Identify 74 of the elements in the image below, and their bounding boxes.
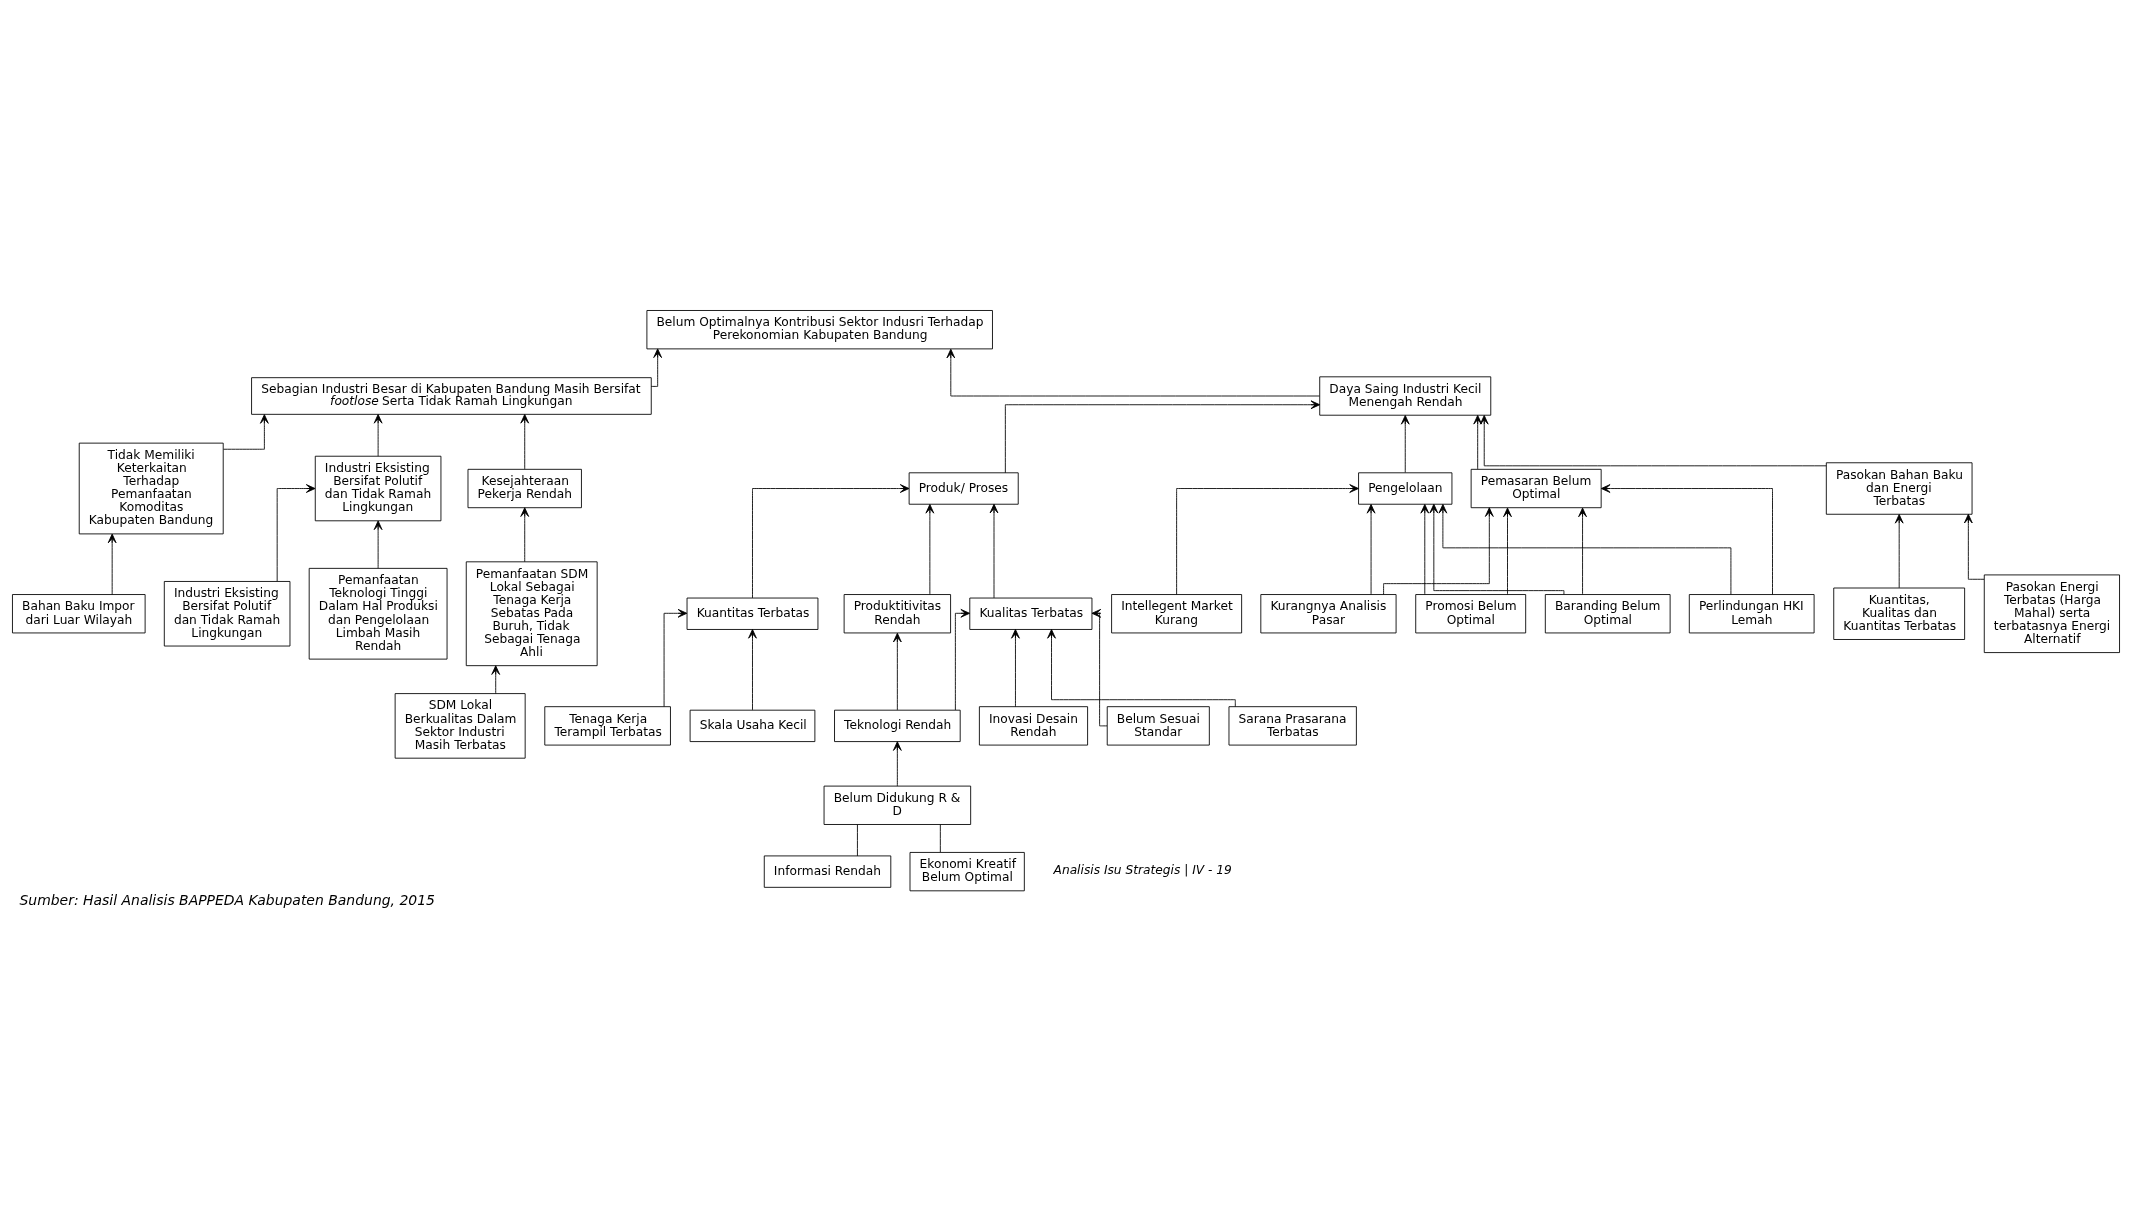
node-box: Promosi Belum Optimal [1415, 593, 1527, 633]
node-box: Kurangnya Analisis Pasar [1260, 593, 1397, 633]
node-box: Tenaga Kerja Terampil Terbatas [544, 705, 671, 745]
arrow [954, 608, 971, 710]
node-box: Kuantitas, Kualitas dan Kuantitas Terbatas [1833, 587, 1966, 640]
node-box: Skala Usaha Kecil [689, 709, 816, 742]
node-box: Perlindungan HKI Lemah [1688, 593, 1815, 633]
node-box: Pemanfaatan Teknologi Tinggi Dalam Hal Produksi dan Pengelolaan Limbah Masih Rendah [308, 567, 448, 660]
arrow [1429, 503, 1565, 595]
arrow [1400, 414, 1410, 473]
node-box: Pengelolaan [1358, 471, 1453, 505]
node-box: Belum Optimalnya Kontribusi Sektor Indusri Terhadap Perekonomian Kabupaten Bandung [646, 309, 993, 349]
arrow [373, 413, 383, 457]
arrow [373, 519, 383, 569]
arrow [893, 740, 902, 786]
node-box: Belum Didukung R & D [823, 785, 972, 825]
arrow [1366, 503, 1376, 595]
node-box: Pemasaran Belum Optimal [1470, 468, 1602, 508]
arrow [1503, 507, 1512, 595]
node-box: Intellegent Market Kurang [1111, 593, 1243, 633]
node-box: Inovasi Desain Rendah [978, 705, 1089, 745]
connector [857, 823, 858, 856]
node-box: Pasokan Energi Terbatas (Harga Mahal) serta terbatasnya Energi Alternatif [1983, 573, 2120, 653]
node-box: Informasi Rendah [763, 854, 892, 888]
node-box: Industri Eksisting Bersifat Polutif dan Tidak Ramah Lingkungan [314, 455, 442, 521]
node-box: Kualitas Terbatas [969, 597, 1093, 630]
caption: Sumber: Hasil Analisis BAPPEDA Kabupaten Bandung, 2015 [19, 891, 435, 908]
node-box: Sarana Prasarana Terbatas [1228, 705, 1357, 745]
arrow [1011, 628, 1020, 707]
arrow [1479, 414, 1827, 466]
connector [939, 823, 941, 852]
arrow [650, 347, 662, 387]
arrow [1473, 414, 1483, 470]
node-box: Kuantitas Terbatas [686, 597, 819, 630]
node-box: Produk/ Proses [908, 471, 1019, 505]
arrow [1091, 608, 1108, 726]
node-box: Pasokan Bahan Baku dan Energi Terbatas [1825, 461, 1973, 515]
arrow [1420, 503, 1430, 595]
arrow [223, 413, 269, 450]
arrow [1004, 399, 1321, 473]
arrow [1383, 506, 1494, 595]
arrow [752, 483, 910, 598]
arrow [946, 348, 1320, 396]
arrow [989, 503, 999, 598]
arrow [748, 628, 757, 710]
arrow [1438, 503, 1732, 595]
arrow [520, 413, 530, 470]
node-box: Tidak Memiliki Keterkaitan Terhadap Pemanfaatan Komoditas Kabupaten Bandung [78, 442, 224, 534]
arrow [663, 608, 688, 707]
node-box: SDM Lokal Berkualitas Dalam Sektor Industri Masih Terbatas [394, 692, 526, 759]
arrow [1600, 483, 1773, 595]
arrow [1047, 628, 1236, 707]
arrow [893, 632, 902, 710]
node-box: Daya Saing Industri Kecil Menengah Rendah [1319, 375, 1492, 416]
node-box: Kesejahteraan Pekerja Rendah [467, 468, 582, 508]
node-box: Teknologi Rendah [834, 709, 961, 742]
arrow [520, 506, 530, 562]
node-box: Baranding Belum Optimal [1544, 593, 1671, 633]
node-box: Belum Sesuai Standar [1106, 705, 1210, 745]
label: Analisis Isu Strategis | IV - 19 [1053, 862, 1232, 877]
node-box: Industri Eksisting Bersifat Polutif dan Tidak Ramah Lingkungan [163, 580, 291, 646]
arrow [107, 533, 117, 595]
node-box: Bahan Baku Impor dari Luar Wilayah [12, 593, 146, 633]
node-box: Produktitivitas Rendah [843, 593, 952, 633]
arrow [925, 503, 935, 595]
arrow [276, 483, 316, 582]
arrow [1894, 513, 1904, 588]
arrow [491, 664, 501, 694]
node-box: Pemanfaatan SDM Lokal Sebagai Tenaga Kerja Sebatas Pada Buruh, Tidak Sebagai Tenaga Ahli [465, 560, 598, 666]
node-box: Ekonomi Kreatif Belum Optimal [909, 851, 1025, 891]
arrow [1176, 483, 1359, 595]
arrow [1964, 513, 1985, 580]
node-box: Sebagian Industri Besar di Kabupaten Bandung Masih Bersifat footlose Serta Tidak Ramah Lingkungan [251, 376, 652, 415]
arrow [1578, 507, 1587, 595]
